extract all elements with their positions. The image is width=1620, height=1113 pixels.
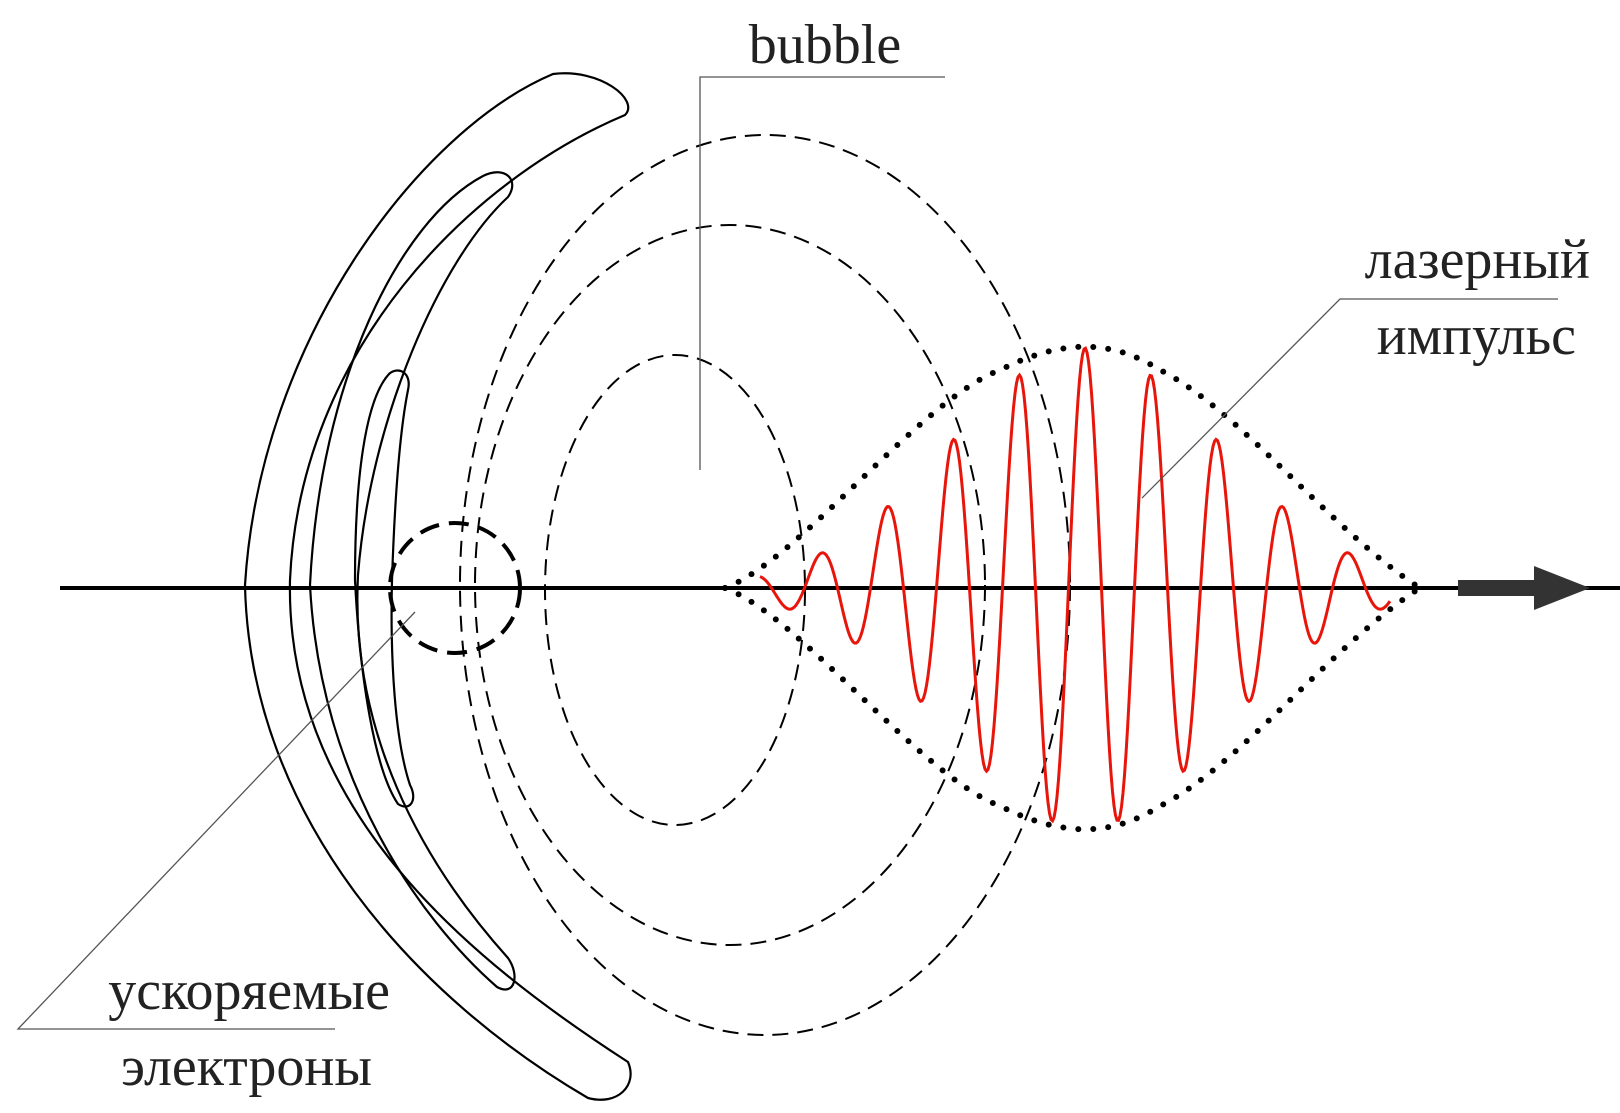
propagation-axis (60, 566, 1620, 610)
bubble-outer-contour (459, 134, 1071, 1036)
bubble-middle-contour (474, 224, 986, 946)
bubble-contours (459, 134, 1071, 1036)
labels: bubble лазерный импульс ускоряемые элект… (108, 14, 1590, 1098)
middle-crescent (308, 171, 516, 991)
envelope-lower (722, 585, 1423, 833)
bubble-leader-line (699, 76, 945, 470)
inner-crescent (353, 369, 415, 808)
laser-label-line2: импульс (1377, 305, 1576, 367)
axis-arrow-shaft (1458, 580, 1534, 596)
laser-envelope (722, 343, 1423, 833)
laser-oscillation-wave (759, 346, 1392, 824)
electrons-label-line2: электроны (121, 1036, 372, 1098)
leader-lines (16, 76, 1558, 1030)
laser-label-line1: лазерный (1365, 229, 1590, 291)
envelope-upper (722, 343, 1423, 591)
laser-leader-line (1141, 298, 1558, 499)
electrons-leader-line (16, 611, 416, 1030)
plasma-shells (243, 72, 632, 1101)
axis-arrow-head-icon (1534, 566, 1590, 610)
outer-crescent (243, 72, 632, 1101)
electrons-label-line1: ускоряемые (108, 960, 390, 1022)
bubble-label: bubble (749, 14, 901, 76)
